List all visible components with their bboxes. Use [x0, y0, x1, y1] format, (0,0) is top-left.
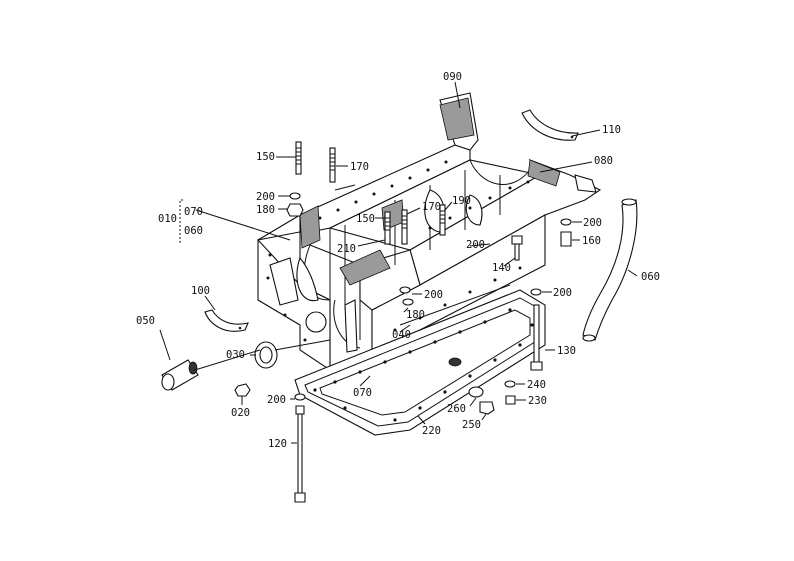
label-200-b[interactable]: 200 [466, 239, 485, 251]
part-labels: 090 110 080 150 170 200 180 010 070 060 … [136, 71, 660, 450]
stud-150b [384, 211, 391, 245]
label-010-070[interactable]: 070 [184, 206, 203, 218]
stud-170 [329, 147, 336, 183]
crankcase-housing [257, 92, 602, 382]
hose-060 [582, 198, 638, 342]
cap-050 [161, 359, 199, 391]
label-050[interactable]: 050 [136, 315, 155, 327]
label-020[interactable]: 020 [231, 407, 250, 419]
label-060[interactable]: 060 [641, 271, 660, 283]
bracket-080 [574, 174, 597, 193]
label-010-060[interactable]: 060 [184, 225, 203, 237]
label-150[interactable]: 150 [256, 151, 275, 163]
washer-200-mid [399, 286, 414, 306]
label-250[interactable]: 250 [462, 419, 481, 431]
label-180-a[interactable]: 180 [256, 204, 275, 216]
plug-250-260 [468, 386, 495, 415]
label-010[interactable]: 010 [158, 213, 177, 225]
label-200-f[interactable]: 200 [267, 394, 286, 406]
oil-seal-030 [254, 341, 278, 369]
leader-lines [159, 81, 638, 444]
rail-holes [266, 160, 530, 342]
group-bracket-010 [179, 199, 183, 243]
label-100[interactable]: 100 [191, 285, 210, 297]
label-200-c[interactable]: 200 [583, 217, 602, 229]
label-040[interactable]: 040 [392, 329, 411, 341]
stud-150 [295, 141, 302, 175]
label-210[interactable]: 210 [337, 243, 356, 255]
label-090[interactable]: 090 [443, 71, 462, 83]
label-030[interactable]: 030 [226, 349, 245, 361]
washer-200-right [530, 218, 572, 296]
long-bolt-130 [530, 304, 543, 371]
label-070[interactable]: 070 [353, 387, 372, 399]
gasket-line [399, 284, 511, 326]
drain-240-230 [504, 380, 516, 405]
label-200-a[interactable]: 200 [256, 191, 275, 203]
label-260[interactable]: 260 [447, 403, 466, 415]
pan-holes [313, 308, 534, 422]
nut-180 [286, 203, 304, 217]
label-180-b[interactable]: 180 [406, 309, 425, 321]
bolt-140 [511, 235, 523, 261]
label-120[interactable]: 120 [268, 438, 287, 450]
seal-100 [204, 309, 249, 332]
label-170-b[interactable]: 170 [422, 201, 441, 213]
label-150-b[interactable]: 150 [356, 213, 375, 225]
long-bolt-120 [294, 393, 306, 503]
label-080[interactable]: 080 [594, 155, 613, 167]
label-220[interactable]: 220 [422, 425, 441, 437]
nut-020 [234, 383, 251, 397]
label-200-e[interactable]: 200 [424, 289, 443, 301]
label-200-d[interactable]: 200 [553, 287, 572, 299]
label-240[interactable]: 240 [527, 379, 546, 391]
label-140[interactable]: 140 [492, 262, 511, 274]
label-230[interactable]: 230 [528, 395, 547, 407]
label-170[interactable]: 170 [350, 161, 369, 173]
label-190[interactable]: 190 [452, 195, 471, 207]
stud-190 [439, 204, 446, 236]
stud-170b [401, 209, 408, 245]
label-110[interactable]: 110 [602, 124, 621, 136]
label-130[interactable]: 130 [557, 345, 576, 357]
seal-110 [521, 109, 579, 141]
washer-200-top [289, 192, 301, 200]
label-160[interactable]: 160 [582, 235, 601, 247]
